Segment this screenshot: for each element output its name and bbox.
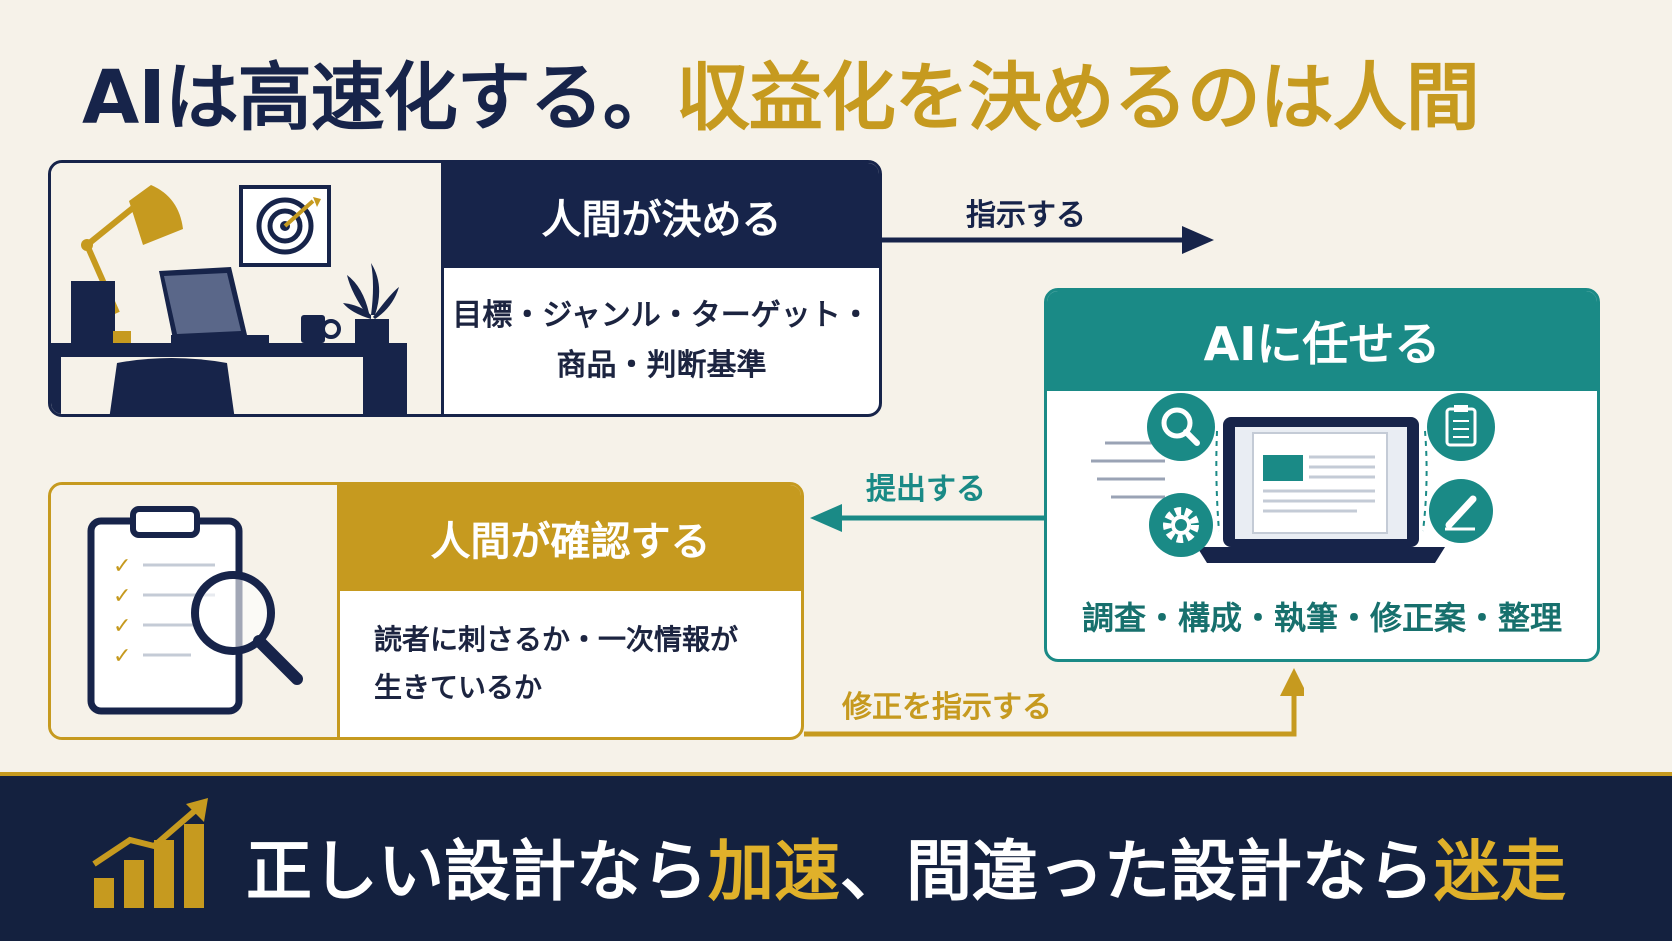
plant-icon [343, 263, 399, 345]
banner-accelerate: 加速 [708, 833, 840, 910]
svg-text:✓: ✓ [113, 584, 131, 609]
human-reviews-line-1: 読者に刺さるか・一次情報が [374, 623, 739, 656]
gear-icon [1149, 493, 1213, 557]
svg-text:✓: ✓ [113, 644, 131, 669]
human-decides-card: 人間が決める 目標・ジャンル・ターゲット・ 商品・判断基準 [48, 160, 882, 417]
target-icon [239, 185, 331, 267]
page-title: AIは高速化する。収益化を決めるのは人間 [82, 38, 1480, 145]
clipboard-icon: ✓ ✓ ✓ ✓ [87, 506, 243, 715]
human-reviews-body: 読者に刺さるか・一次情報が 生きているか [340, 591, 801, 737]
pencil-icon [1429, 479, 1493, 543]
human-reviews-line-2: 生きているか [374, 671, 543, 704]
review-illustration: ✓ ✓ ✓ ✓ [51, 485, 340, 737]
banner-astray: 迷走 [1434, 833, 1566, 910]
human-reviews-card: ✓ ✓ ✓ ✓ 人間が確認する 読者に刺さるか・一次情報が 生きているか [48, 482, 804, 740]
human-reviews-heading: 人間が確認する [340, 485, 801, 591]
title-part-1: AIは高速化する。 [82, 55, 677, 141]
magnifier-icon [191, 571, 303, 685]
ai-tasks-text: 調査・構成・執筆・修正案・整理 [1081, 599, 1562, 637]
submit-arrow [810, 504, 1044, 532]
submit-label: 提出する [866, 472, 986, 507]
laptop-icon [159, 267, 269, 343]
growth-chart-icon [92, 798, 208, 908]
search-icon [1147, 393, 1215, 461]
desk-illustration [51, 163, 444, 414]
laptop-icon [1197, 417, 1445, 563]
fix-instruct-arrow [804, 668, 1304, 737]
svg-text:✓: ✓ [113, 614, 131, 639]
banner-part-1: 正しい設計なら [246, 833, 708, 910]
title-part-2: 収益化を決めるのは人間 [675, 55, 1480, 141]
ai-handles-card: AIに任せる [1044, 288, 1600, 662]
svg-text:✓: ✓ [113, 554, 131, 579]
human-decides-line-1: 目標・ジャンル・ターゲット・ [452, 298, 871, 333]
instruct-arrow [882, 226, 1214, 254]
ai-illustration [1047, 391, 1597, 591]
human-decides-body: 目標・ジャンル・ターゲット・ 商品・判断基準 [444, 268, 879, 414]
banner-part-3: 、間違った設計なら [840, 833, 1434, 910]
clipboard-icon [1427, 393, 1495, 461]
ai-handles-heading: AIに任せる [1047, 291, 1597, 391]
fix-instruct-label: 修正を指示する [842, 690, 1052, 725]
mug-icon [301, 315, 341, 343]
human-decides-line-2: 商品・判断基準 [556, 348, 767, 383]
human-decides-heading: 人間が決める [444, 163, 879, 268]
bottom-banner: 正しい設計なら加速、間違った設計なら迷走 [0, 772, 1672, 941]
banner-message: 正しい設計なら加速、間違った設計なら迷走 [246, 818, 1566, 914]
instruct-label: 指示する [966, 198, 1086, 233]
